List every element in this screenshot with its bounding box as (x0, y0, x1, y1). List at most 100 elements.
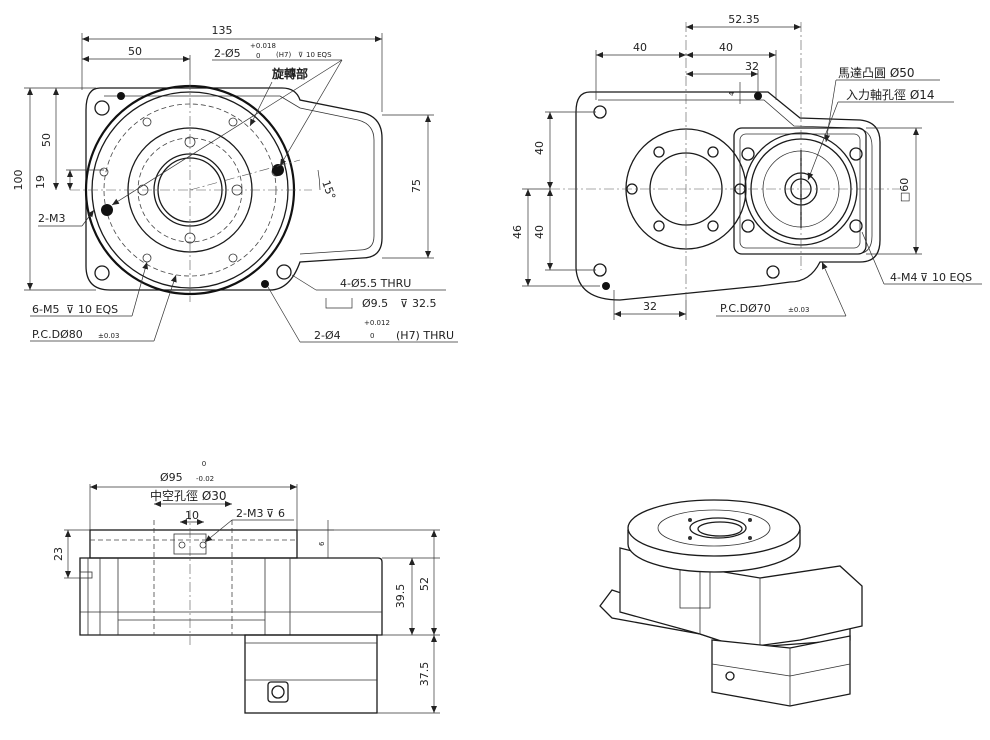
mount-hole (94, 100, 110, 116)
pin-hole-mark (602, 282, 610, 290)
tap-m3-label: 2-M3 (38, 212, 65, 225)
dim-40-right: 40 (719, 41, 733, 54)
angle-arc (317, 169, 321, 191)
iso-motor (711, 635, 851, 707)
top-view: 135 50 100 50 19 75 15° 2-Ø5 +0.018 0 (H… (12, 24, 458, 343)
depth-symbol: ⊽ (400, 297, 408, 310)
leader (267, 286, 301, 343)
thru-hole-label: 4-Ø5.5 THRU (340, 277, 411, 290)
dim-19: 19 (34, 175, 47, 189)
top-view-body-inner (104, 95, 375, 255)
tap-m4-label: 4-M4 (890, 271, 917, 284)
iso-edge (789, 663, 851, 677)
side-view: 52.35 40 40 32 4 40 40 46 □60 馬達凸圓 Ø50 (511, 13, 982, 320)
depth-symbol: ⊽ (920, 271, 928, 284)
m5-tap-hole (228, 253, 238, 263)
dim-52-35: 52.35 (728, 13, 760, 26)
motor-connector-hole (271, 685, 285, 699)
m3-hole (199, 541, 207, 549)
dia95-zero: 0 (202, 460, 206, 468)
pcd70-label: P.C.DØ70 (720, 302, 771, 315)
leader (111, 59, 343, 206)
motor-connector (267, 681, 289, 703)
output-flange-hole (653, 220, 665, 232)
dim-6: 6 (318, 541, 326, 546)
base-pin-fit: (H7) THRU (396, 329, 454, 342)
m5-tap-hole (142, 253, 152, 263)
iso-connector (725, 671, 735, 681)
dia95-tol: -0.02 (196, 475, 214, 483)
leader (821, 261, 847, 317)
dim-40-lower: 40 (533, 225, 546, 239)
pin-hole-mark (101, 204, 113, 216)
counterbore-depth: 32.5 (412, 297, 437, 310)
mount-hole (94, 265, 110, 281)
tap-m4-depth: 10 EQS (932, 271, 972, 284)
pcd70-tol: ±0.03 (788, 306, 809, 314)
iso-edge (711, 663, 791, 677)
m5-tap-hole (142, 117, 152, 127)
dim-75: 75 (410, 179, 423, 193)
mount-hole (766, 265, 780, 279)
leader (824, 79, 837, 143)
dim-37-5: 37.5 (418, 662, 431, 687)
base-pin-hole-label: 2-Ø4 (314, 329, 341, 342)
hollow-label: 中空孔徑 Ø30 (150, 488, 227, 503)
motor-flange-square (733, 127, 867, 255)
dim-square-60: □60 (898, 178, 911, 202)
iso-hole (688, 536, 692, 540)
output-flange-hole (707, 220, 719, 232)
depth-symbol: ⊽ (66, 303, 74, 316)
iso-disc-flange (657, 509, 771, 547)
base-pin-zero: 0 (370, 332, 374, 340)
pcd80-tol: ±0.03 (98, 332, 119, 340)
motor-boss-label: 馬達凸圓 Ø50 (838, 66, 915, 80)
side-view-inner (598, 99, 873, 255)
leader (131, 261, 149, 317)
output-flange-hole (653, 146, 665, 158)
iso-hole (688, 518, 692, 522)
front-view: 0 Ø95 -0.02 中空孔徑 Ø30 10 2-M3 ⊽ 6 23 6 39… (52, 460, 440, 714)
counterbore-symbol (325, 298, 353, 309)
motor-bolt-hole (849, 219, 863, 233)
dim-52: 52 (418, 577, 431, 591)
dia95-label: Ø95 (160, 471, 183, 484)
m5-tap-hole (228, 117, 238, 127)
base-pin-hole-mark (117, 92, 125, 100)
counterbore-label: Ø9.5 (362, 297, 388, 310)
leader (807, 101, 839, 181)
tap-m5-depth: 10 EQS (78, 303, 118, 316)
leader (861, 231, 885, 285)
m5-tap-hole (99, 167, 109, 177)
leader (153, 274, 177, 342)
iso-hole (748, 536, 752, 540)
base-pin-hole-mark (261, 280, 269, 288)
motor-body (244, 634, 378, 714)
dim-40-left: 40 (633, 41, 647, 54)
depth-symbol: ⊽ (298, 51, 303, 59)
dim-40-upper: 40 (533, 141, 546, 155)
pin-hole-mark (754, 92, 762, 100)
iso-hole (748, 518, 752, 522)
front-body (79, 557, 383, 636)
motor-flange-inner (739, 133, 861, 249)
leader (291, 274, 317, 291)
dim-100: 100 (12, 170, 25, 191)
dim-39-5: 39.5 (394, 584, 407, 609)
dim-135: 135 (212, 24, 233, 37)
base-pin-tol: +0.012 (364, 319, 390, 327)
front-tap-m3-depth: 6 (278, 507, 285, 520)
top-view-body-outline (85, 87, 383, 291)
motor-bolt-hole (849, 147, 863, 161)
mount-hole (276, 264, 292, 280)
dim-32-top: 32 (745, 60, 759, 73)
pin-fit-top: (H7) (276, 51, 291, 59)
dim-10: 10 (185, 509, 199, 522)
iso-disc-top (627, 499, 801, 557)
iso-bore-outer (689, 517, 747, 539)
rotating-part-label: 旋轉部 (271, 66, 308, 81)
pin-tol-zero: 0 (256, 52, 260, 60)
pin-tol-top: +0.018 (250, 42, 276, 50)
pin-depth-top: 10 EQS (306, 51, 332, 59)
pin-hole-top-label: 2-Ø5 (214, 47, 241, 60)
